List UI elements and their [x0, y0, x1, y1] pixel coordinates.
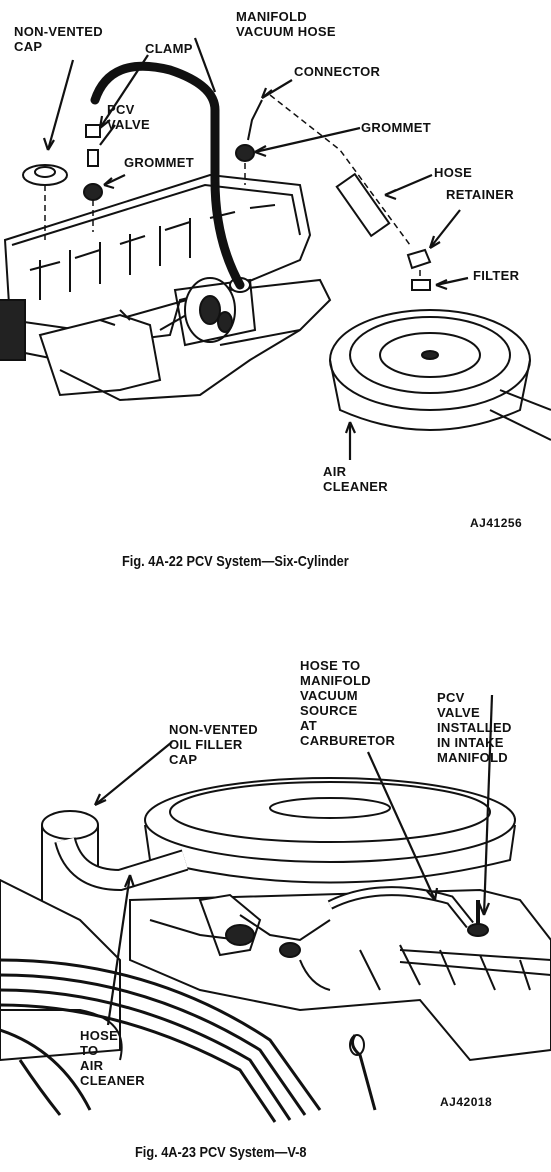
label-air-cleaner: AIR CLEANER [323, 464, 388, 494]
label-manifold-vacuum-hose: MANIFOLD VACUUM HOSE [236, 9, 336, 39]
fig2-caption: Fig. 4A-23 PCV System—V-8 [135, 1144, 307, 1161]
label-grommet-left: GROMMET [124, 155, 194, 170]
label-clamp: CLAMP [145, 41, 193, 56]
fig1-illustration [0, 37, 551, 460]
label-non-vented-cap: NON-VENTED CAP [14, 24, 103, 54]
label-hose-to-manifold-vacuum-source: HOSE TO MANIFOLD VACUUM SOURCE AT CARBUR… [300, 658, 396, 748]
label-hose: HOSE [434, 165, 473, 180]
six-cylinder-engine [0, 173, 332, 402]
label-filter: FILTER [473, 268, 520, 283]
label-pcv-valve: PCV VALVE [107, 102, 150, 132]
air-cleaner-shape [329, 309, 551, 441]
label-connector: CONNECTOR [294, 64, 381, 79]
label-pcv-valve-installed: PCV VALVE INSTALLED IN INTAKE MANIFOLD [437, 690, 512, 765]
label-non-vented-oil-filler-cap: NON-VENTED OIL FILLER CAP [169, 722, 258, 767]
fig2-code: AJ42018 [440, 1095, 493, 1109]
label-grommet-right: GROMMET [361, 120, 431, 135]
fig1-code: AJ41256 [470, 516, 523, 530]
label-hose-to-air-cleaner: HOSE TO AIR CLEANER [80, 1028, 145, 1088]
fig1-caption: Fig. 4A-22 PCV System—Six-Cylinder [122, 553, 349, 570]
label-retainer: RETAINER [446, 187, 514, 202]
non-vented-cap-shape [22, 164, 68, 186]
